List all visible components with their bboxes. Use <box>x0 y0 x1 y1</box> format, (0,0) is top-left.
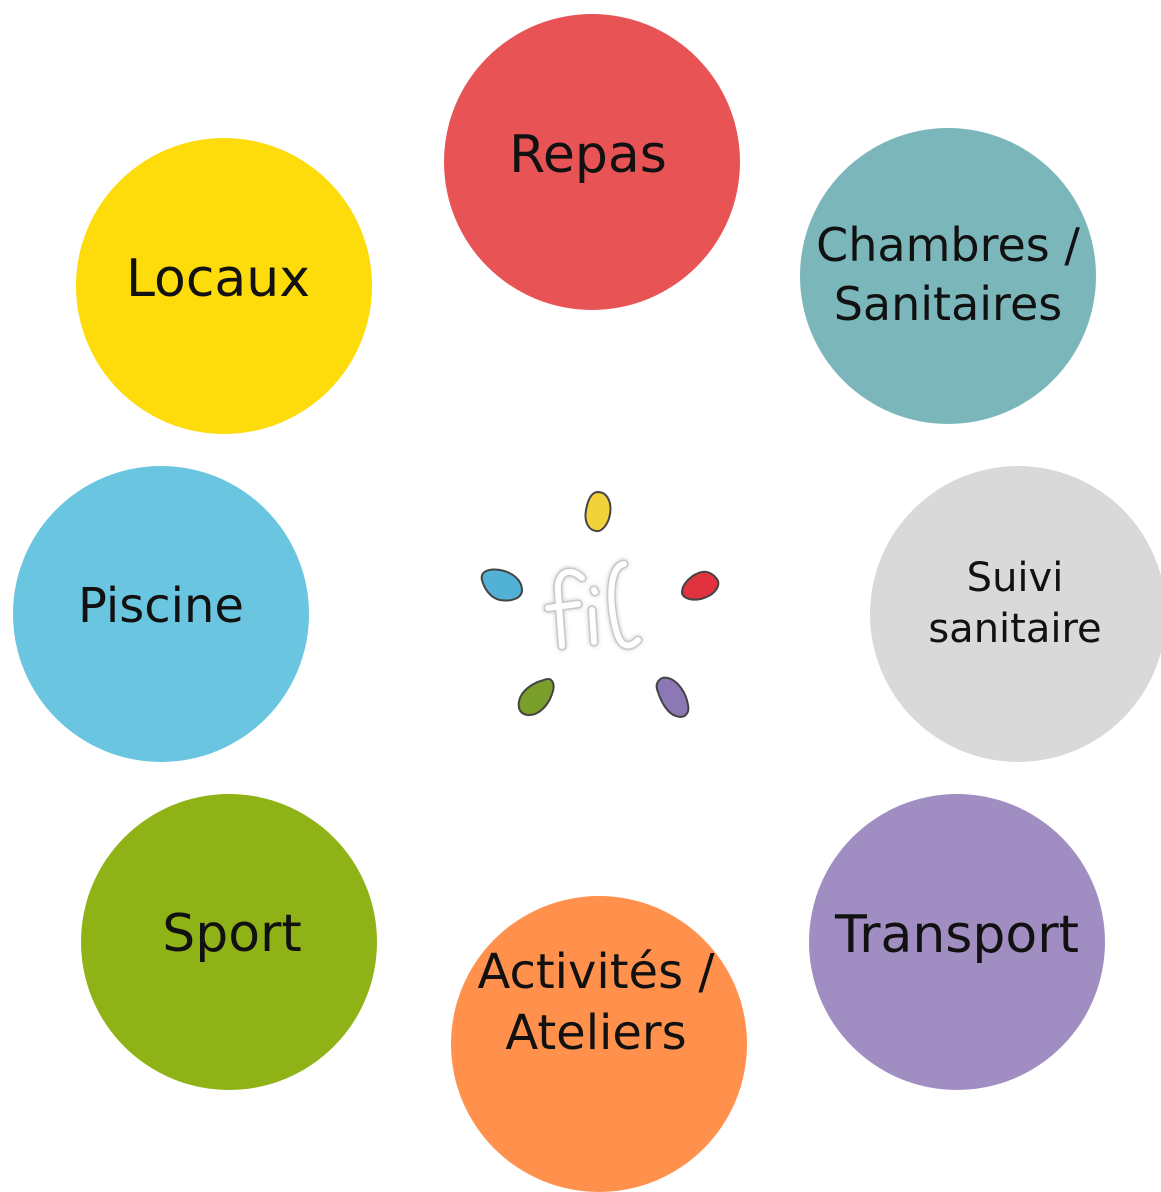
logo-drop-purple <box>655 676 690 718</box>
node-sport: Sport <box>81 794 377 1090</box>
node-locaux-label: Locaux <box>125 248 311 309</box>
fil-logo-text: fil <box>600 619 602 621</box>
node-chambres-sanitaires-label: Chambres / Sanitaires <box>816 216 1080 334</box>
logo-drop-yellow <box>584 490 612 533</box>
node-repas: Repas <box>444 14 740 310</box>
node-chambres-line-2: Sanitaires <box>833 277 1063 331</box>
node-activites-line-2: Ateliers <box>505 1005 687 1061</box>
logo-drop-green <box>517 678 555 717</box>
logo-drop-red <box>680 570 720 601</box>
node-chambres-sanitaires: Chambres / Sanitaires <box>800 128 1096 424</box>
node-transport: Transport <box>809 794 1105 1090</box>
logo-drop-blue <box>480 568 524 602</box>
node-chambres-line-1: Chambres / <box>816 218 1080 273</box>
node-repas-label: Repas <box>509 124 667 185</box>
node-piscine-label: Piscine <box>78 578 244 635</box>
node-piscine: Piscine <box>13 466 309 762</box>
node-suivi-sanitaire: Suivi sanitaire <box>870 466 1161 762</box>
node-transport-label: Transport <box>834 904 1079 965</box>
node-locaux: Locaux <box>76 138 372 434</box>
node-activites-line-1: Activités / <box>477 943 715 1000</box>
node-suivi-line-2: sanitaire <box>928 606 1102 652</box>
node-sport-label: Sport <box>162 903 302 964</box>
node-activites-ateliers: Activités / Ateliers <box>451 896 747 1192</box>
node-suivi-sanitaire-label: Suivi sanitaire <box>928 553 1101 655</box>
node-suivi-line-1: Suivi <box>966 554 1064 601</box>
fil-logo-icon: fil <box>480 490 720 718</box>
node-activites-ateliers-label: Activités / Ateliers <box>477 942 714 1065</box>
